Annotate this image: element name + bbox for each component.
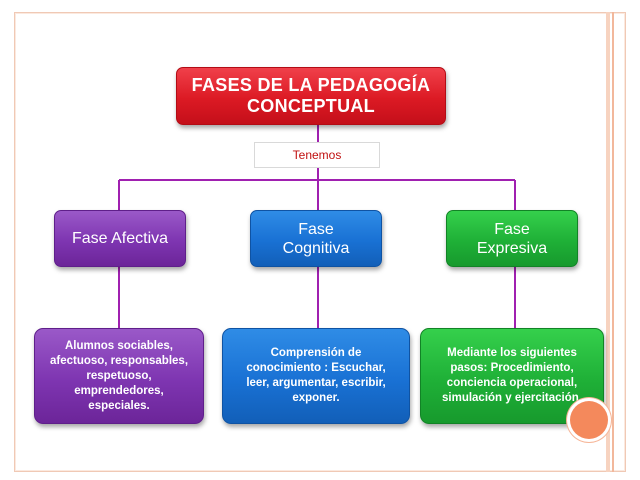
detail-cognitiva: Comprensión de conocimiento : Escuchar, … bbox=[222, 328, 410, 424]
decorative-circle bbox=[570, 401, 608, 439]
slide-frame bbox=[14, 12, 626, 472]
phase-afectiva: Fase Afectiva bbox=[54, 210, 186, 267]
slide-border-stripe-outer bbox=[612, 12, 614, 472]
diagram-title: FASES DE LA PEDAGOGÍA CONCEPTUAL bbox=[176, 67, 446, 125]
connector-label: Tenemos bbox=[254, 142, 380, 168]
detail-afectiva: Alumnos sociables, afectuoso, responsabl… bbox=[34, 328, 204, 424]
phase-expresiva: Fase Expresiva bbox=[446, 210, 578, 267]
phase-cognitiva: Fase Cognitiva bbox=[250, 210, 382, 267]
slide-border-stripe bbox=[606, 12, 610, 472]
